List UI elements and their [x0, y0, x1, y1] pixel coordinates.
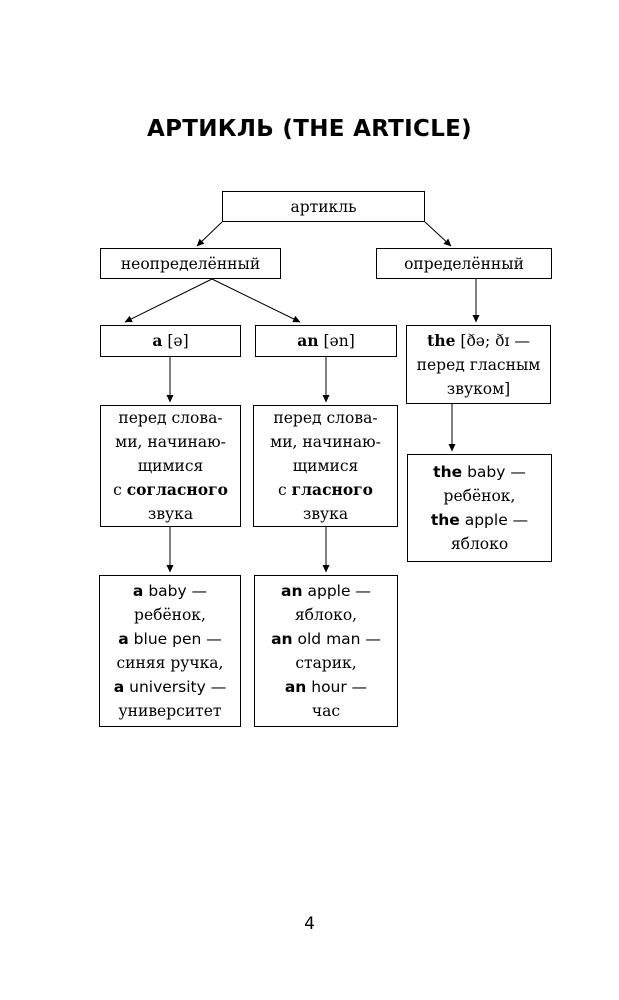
page-title: АРТИКЛЬ (THE ARTICLE) [147, 116, 472, 142]
arrow-root-to-indefinite [196, 221, 223, 247]
a-ex1-translation: ребёнок, [134, 606, 206, 624]
an-ex1-article: an [281, 582, 303, 600]
a-ex2-translation: синяя ручка, [116, 654, 224, 672]
a-rule-prep: с [113, 481, 122, 499]
an-rule-line3: щимися [292, 457, 359, 475]
an-ex3-translation: час [311, 702, 341, 720]
the-ex2-article: the [430, 511, 460, 529]
an-ex3-article: an [284, 678, 307, 696]
a-rule-line2: ми, начинаю- [115, 433, 226, 451]
an-ex3-word: hour — [311, 678, 368, 696]
an-ex1-translation: яблоко, [294, 606, 358, 624]
an-rule-line1: перед слова- [273, 409, 378, 427]
a-ex2-article: a [118, 630, 129, 648]
indefinite-box: неопределённый [100, 248, 281, 279]
an-rule-line5: звука [302, 505, 349, 523]
an-rule-box: перед слова- ми, начинаю- щимися с гласн… [253, 405, 398, 527]
the-ex2-word: apple — [464, 511, 529, 529]
the-phonetic-line2: перед гласным [416, 355, 541, 374]
a-phonetic: [ə] [167, 332, 189, 350]
definite-box: определённый [376, 248, 552, 279]
the-article: the [427, 330, 456, 350]
a-rule-line5: звука [147, 505, 194, 523]
a-article: a [152, 331, 163, 350]
a-ex3-article: a [113, 678, 125, 696]
root-label: артикль [290, 197, 357, 216]
a-rule-line3: щимися [137, 457, 204, 475]
an-ex2-word: old man — [297, 630, 381, 648]
arrow-indefinite-to-a [124, 278, 213, 323]
indefinite-label: неопределённый [120, 254, 261, 273]
the-ex1-article: the [433, 463, 463, 481]
the-phonetic-line3: звуком] [446, 379, 511, 398]
a-examples-box: a baby — ребёнок, a blue pen — синяя руч… [99, 575, 241, 727]
an-article: an [297, 331, 319, 350]
an-examples-box: an apple — яблоко, an old man — старик, … [254, 575, 398, 727]
the-phonetic: [ðə; ðɪ — [460, 331, 530, 350]
the-ex1-word: baby — [467, 463, 526, 481]
a-ex1-article: a [132, 582, 144, 600]
a-rule-line1: перед слова- [118, 409, 223, 427]
an-ex1-word: apple — [307, 582, 371, 600]
a-rule-box: перед слова- ми, начинаю- щимися с согла… [100, 405, 241, 527]
an-rule-line2: ми, начинаю- [270, 433, 381, 451]
arrow-indefinite-to-an [211, 278, 301, 323]
a-article-box: a [ə] [100, 325, 241, 357]
the-ex1-translation: ребёнок, [443, 487, 516, 505]
definite-label: определённый [404, 254, 524, 273]
root-box: артикль [222, 191, 425, 222]
arrow-root-to-definite [424, 221, 452, 247]
a-ex3-word: university — [129, 678, 227, 696]
page-number: 4 [304, 914, 315, 934]
the-article-box: the [ðə; ðɪ — перед гласным звуком] [406, 325, 551, 404]
an-rule-prep: с [277, 481, 287, 499]
a-ex1-word: baby — [148, 582, 208, 600]
an-article-box: an [ən] [255, 325, 397, 357]
a-ex2-word: blue pen — [133, 630, 222, 648]
the-examples-box: the baby — ребёнок, the apple — яблоко [407, 454, 552, 562]
a-ex3-translation: университет [118, 702, 222, 720]
an-rule-vowel: гласного [291, 480, 374, 499]
the-ex2-translation: яблоко [450, 535, 509, 553]
an-ex2-article: an [271, 630, 293, 648]
an-ex2-translation: старик, [295, 654, 357, 672]
a-rule-consonant: согласного [126, 480, 228, 499]
an-phonetic: [ən] [323, 332, 355, 350]
